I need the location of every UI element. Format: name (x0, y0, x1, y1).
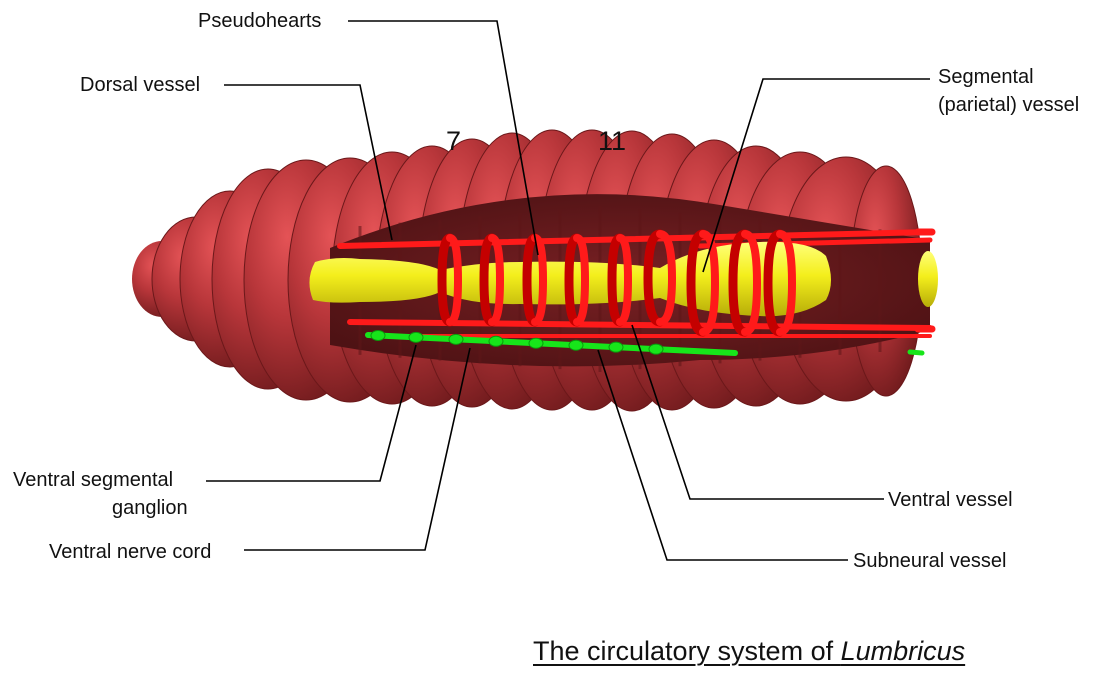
pseudoheart-loop-back (728, 229, 750, 337)
ganglion-bead (648, 343, 664, 355)
dorsal-vessel-left-rail (337, 229, 933, 249)
pseudoheart-loop (446, 234, 463, 326)
ganglion-bead (528, 337, 544, 349)
gut-end (918, 251, 938, 307)
label-subneural-vessel: Subneural vessel (853, 550, 1007, 572)
ganglion-bead (608, 341, 624, 353)
leader-dorsal-vessel (224, 84, 393, 241)
label-ventral-ganglion-line2: ganglion (112, 497, 188, 519)
pseudoheart-loop-back (522, 233, 540, 327)
internal-organs (309, 228, 938, 356)
label-leader-lines (206, 20, 930, 561)
pseudoheart-loop-back (564, 233, 582, 327)
pseudohearts-loops (437, 229, 797, 337)
ganglion-bead (370, 329, 386, 341)
pseudoheart-loop (656, 230, 677, 326)
pseudoheart-loop (573, 234, 590, 326)
pseudoheart-loop (531, 234, 548, 326)
ventral-ganglia (370, 329, 664, 355)
leader-subneural-vessel (597, 349, 848, 561)
segment-number-11: 11 (598, 126, 627, 156)
ventral-nerve-cord-line (365, 332, 738, 356)
label-dorsal-vessel: Dorsal vessel (80, 74, 201, 96)
caption-prefix: The circulatory system of (533, 636, 841, 666)
figure-caption: The circulatory system of Lumbricus (533, 636, 965, 667)
pseudoheart-loop-back (607, 233, 625, 327)
caption-genus: Lumbricus (840, 636, 966, 666)
pseudoheart-loop-back (763, 229, 785, 337)
label-ventral-vessel: Ventral vessel (888, 489, 1013, 511)
label-ventral-nerve-cord: Ventral nerve cord (49, 541, 212, 563)
ganglion-bead (568, 339, 584, 351)
leader-ventral-nerve-cord (244, 347, 471, 551)
segment-number-7: 7 (446, 126, 462, 156)
pseudoheart-loop-back (437, 233, 455, 327)
ganglion-bead (448, 333, 464, 345)
pseudoheart-loop-back (479, 233, 497, 327)
nerve-cord-tail (907, 349, 925, 356)
pseudoheart-loop (699, 230, 720, 336)
label-pseudohearts: Pseudohearts (198, 10, 322, 32)
label-ventral-ganglion-line1: Ventral segmental (13, 469, 174, 491)
pseudoheart-loop (616, 234, 633, 326)
ganglion-bead (488, 335, 504, 347)
pseudoheart-loop (776, 230, 797, 336)
pseudoheart-loop-back (643, 229, 665, 327)
pseudoheart-loop (741, 230, 762, 336)
pseudoheart-loop (488, 234, 505, 326)
label-segmental-line2: (parietal) vessel (938, 94, 1080, 116)
leader-segmental (702, 78, 930, 273)
ganglion-bead (408, 331, 424, 343)
leader-ventral-ganglion (206, 344, 417, 482)
leader-ventral-vessel (631, 324, 884, 500)
leader-pseudohearts (348, 20, 539, 256)
pseudoheart-loop-back (686, 229, 708, 337)
label-segmental-line1: Segmental (938, 66, 1034, 88)
